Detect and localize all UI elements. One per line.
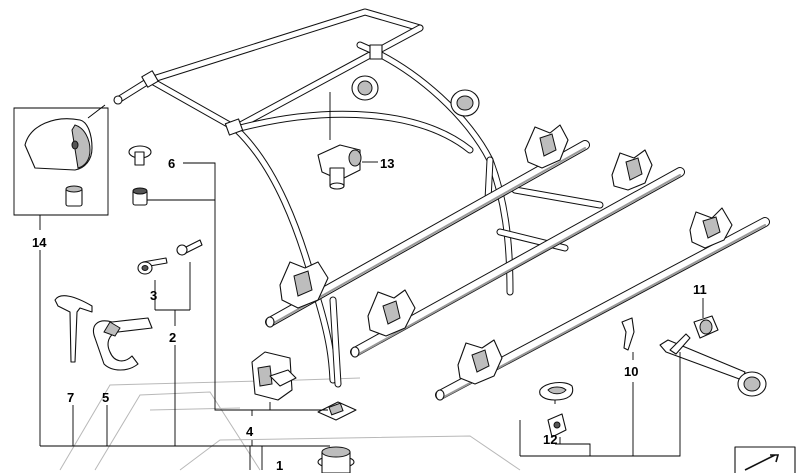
callout-1: 1 [276,458,283,473]
carrier-frame [113,8,604,388]
wheel-holders [279,124,733,385]
leader-lines [39,92,704,470]
part-13-coupling [317,144,362,190]
part-7-tkey [54,295,93,363]
diagram-logo-box [734,446,796,473]
callout-10: 10 [624,364,638,379]
callout-numbers: 14 6 13 3 2 7 5 4 11 10 12 1 [32,156,707,473]
part-4-lock [251,351,357,421]
callout-4: 4 [246,424,254,439]
part-6-bolt [128,145,152,206]
part-12-pads [539,381,574,438]
callout-2: 2 [169,330,176,345]
part-1-mount [317,446,355,473]
part-3-screws [137,239,203,275]
callout-5: 5 [102,390,109,405]
callout-6: 6 [168,156,175,171]
callout-7: 7 [67,390,74,405]
callout-12: 12 [543,432,557,447]
callout-11: 11 [693,282,707,297]
part-14-group [13,107,109,216]
callout-14: 14 [32,235,47,250]
callout-13: 13 [380,156,394,171]
part-10-lever [621,315,767,397]
callout-3: 3 [150,288,157,303]
part-5-strap [93,317,153,371]
